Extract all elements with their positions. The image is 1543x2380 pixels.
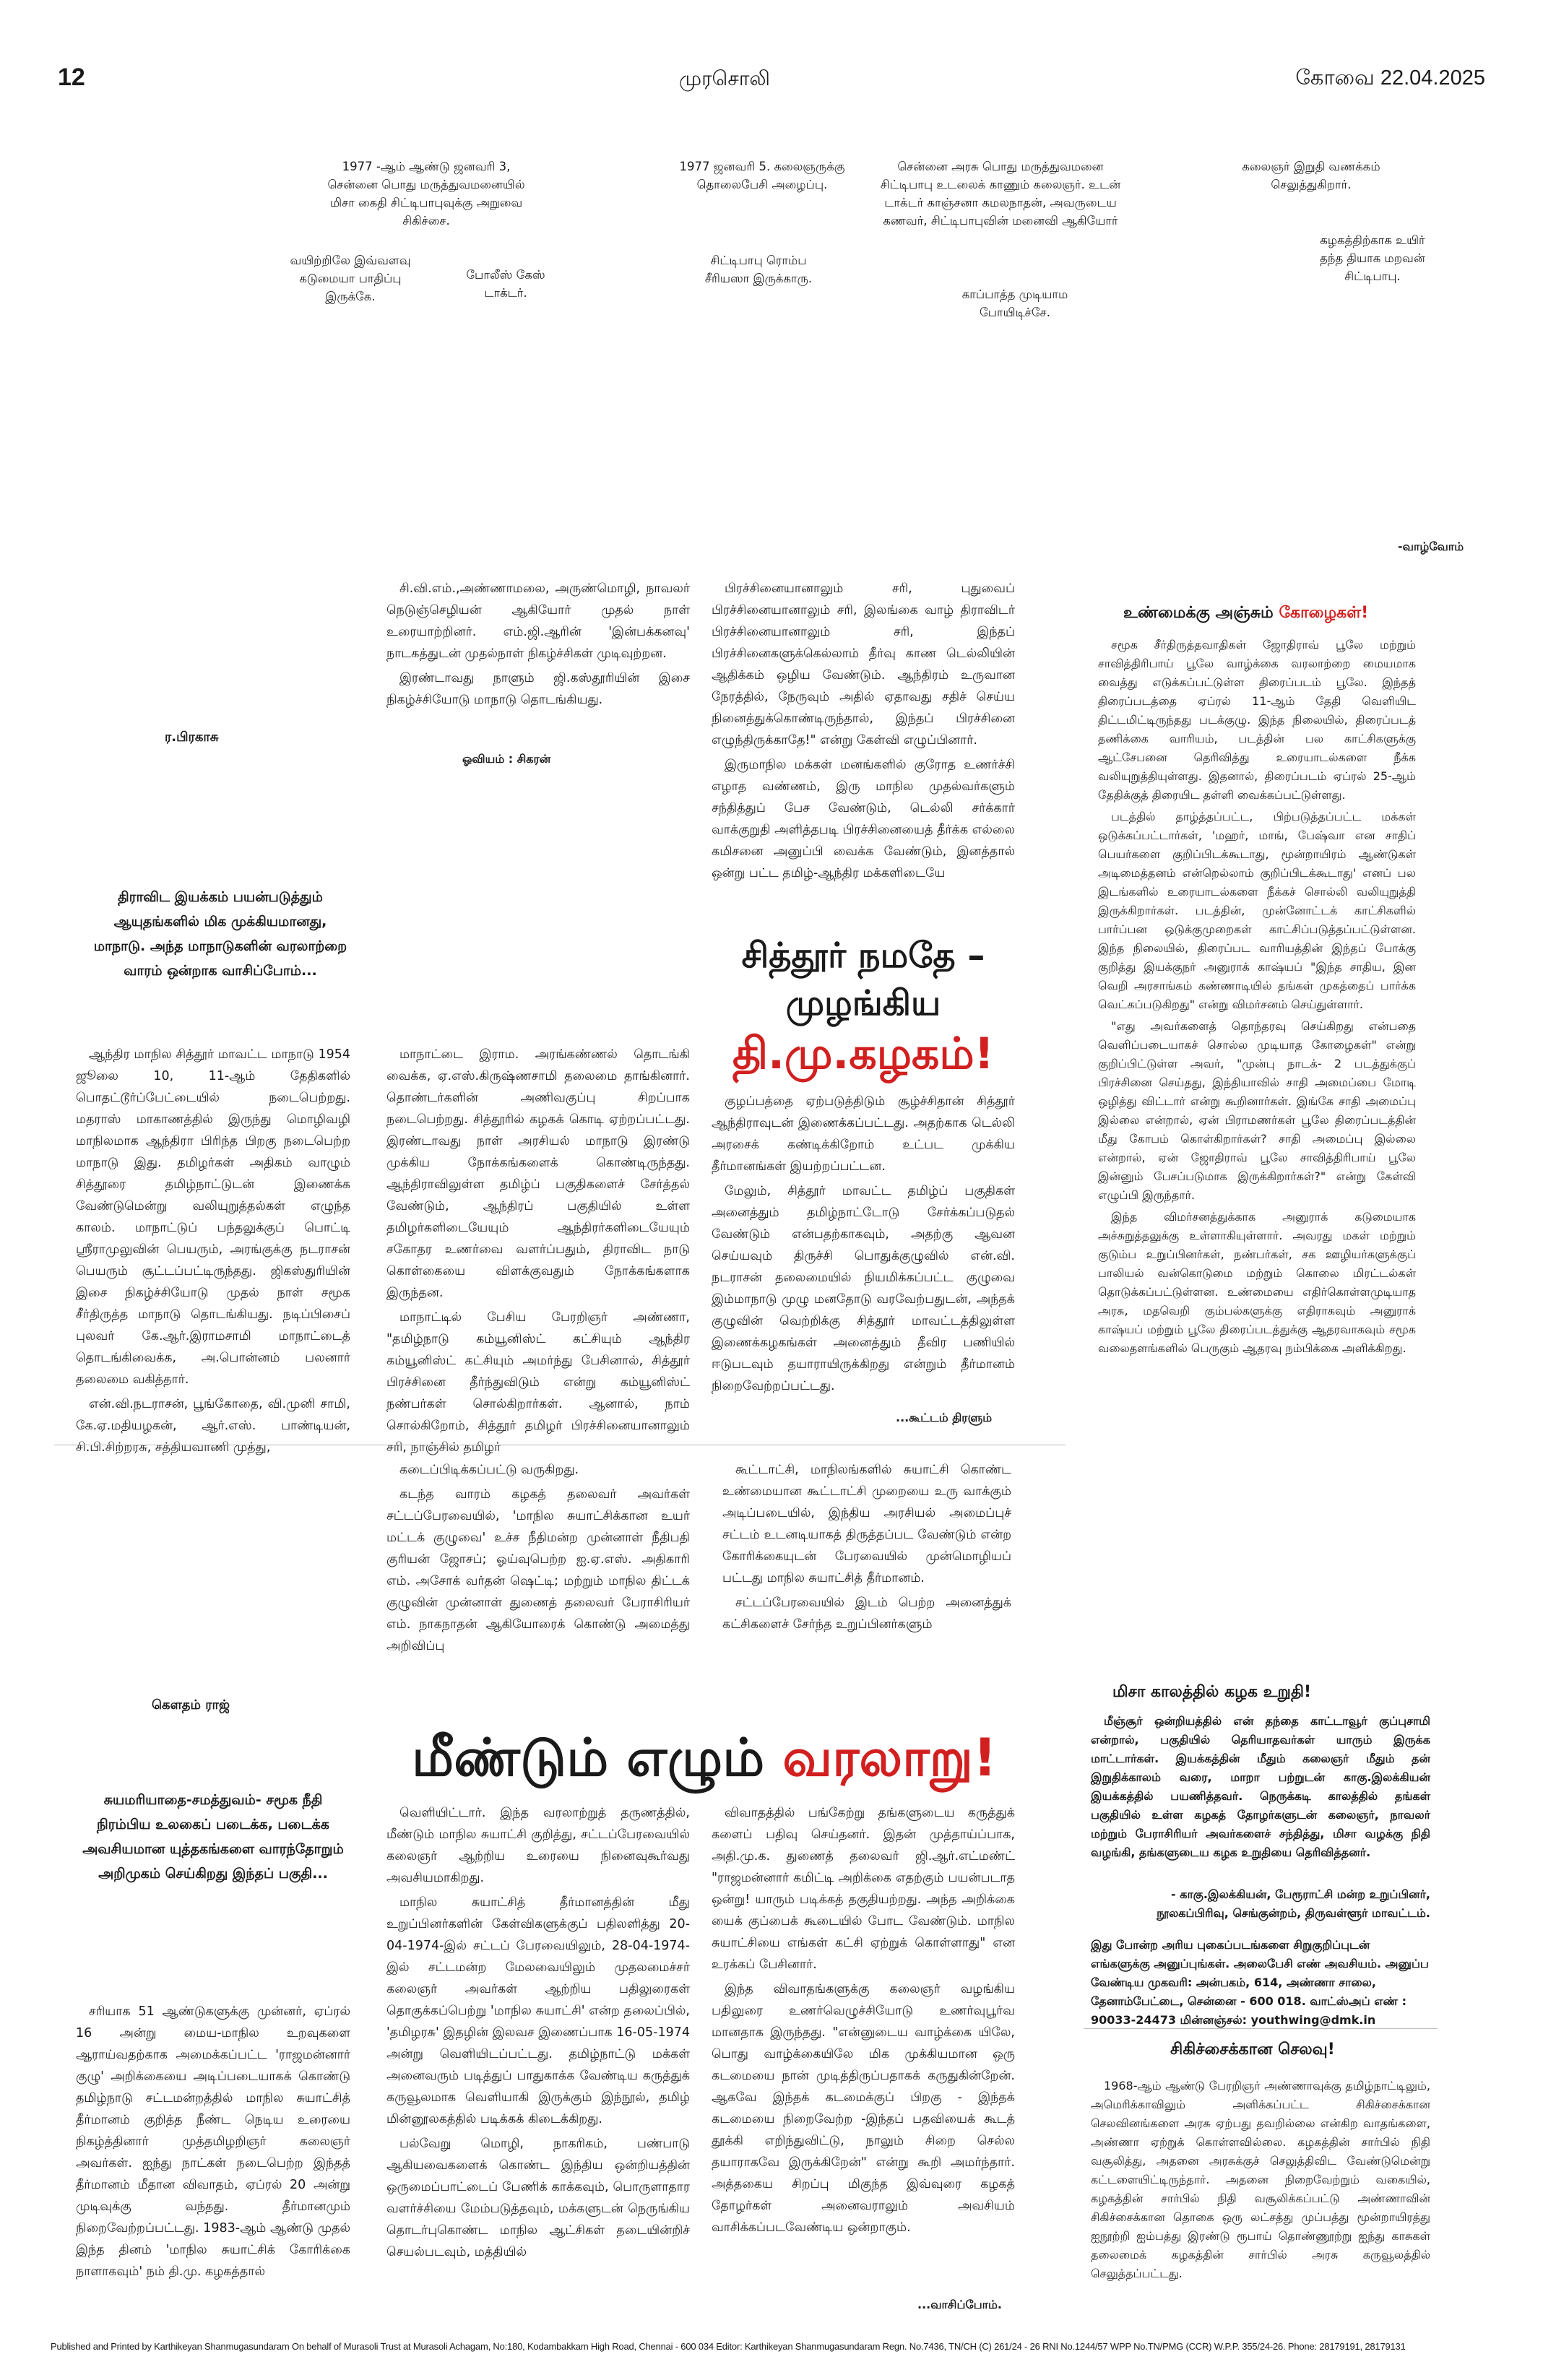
paragraph: குழப்பத்தை ஏற்படுத்திடும் சூழ்ச்சிதான் ச… <box>712 1094 1015 1174</box>
comic-caption: 1977 -ஆம் ஆண்டு ஜனவரி 3, சென்னை பொது மரு… <box>327 160 525 228</box>
paragraph: "எது அவர்களைத் தொந்தரவு செய்கிறது என்பதை… <box>1098 1019 1416 1202</box>
continued-label: ...கூட்டம் திரளும் <box>896 1411 993 1424</box>
sidebar-title: உண்மைக்கு அஞ்சும் கோழைகள்! <box>1123 604 1368 624</box>
imprint-line: Published and Printed by Karthikeyan Sha… <box>51 2341 1406 2352</box>
paragraph: என்.வி.நடராசன், பூங்கோதை, வி.முனி சாமி, … <box>76 1397 350 1455</box>
paragraph: படத்தில் தாழ்த்தப்பட்ட, பிற்படுத்தப்பட்ட… <box>1098 810 1416 1011</box>
sidebar-title: மிசா காலத்தில் கழக உறுதி! <box>1112 1683 1312 1701</box>
comic-caption: 1977 ஜனவரி 5. கலைஞருக்கு தொலைபேசி அழைப்ப… <box>679 160 845 191</box>
paragraph: இந்த விவாதங்களுக்கு கலைஞர் வழங்கிய பதிலு… <box>712 1982 1015 2235</box>
headline-red: வரலாறு! <box>782 1727 997 1788</box>
comic-caption: வயிற்றிலே இவ்வளவு கடுமையா பாதிப்பு இருக்… <box>290 254 411 303</box>
paragraph: மாநில சுயாட்சித் தீர்மானத்தின் மீது உறுப… <box>386 1895 690 2126</box>
article-column: மாநாட்டை இராம. அரங்கண்ணல் தொடங்கி வைக்க,… <box>386 1044 690 1461</box>
continued-label: -வாழ்வோம் <box>1398 540 1464 553</box>
article-deck: சுயமரியாதை-சமத்துவம்- சமூக நீதி நிரம்பிய… <box>82 1792 344 1882</box>
paragraph: விவாதத்தில் பங்கேற்று தங்களுடைய கருத்துக… <box>712 1806 1015 1972</box>
headline: மீண்டும் எழும் வரலாறு! <box>386 1723 1022 1792</box>
paragraph: சமூக சீர்திருத்தவாதிகள் ஜோதிராவ் பூலே மற… <box>1098 638 1416 802</box>
submission-notice: இது போன்ற அரிய புகைப்படங்களை சிறுகுறிப்ப… <box>1091 1938 1429 2027</box>
article-column: கடைப்பிடிக்கப்பட்டு வருகிறது. கடந்த வாரம… <box>386 1459 690 1660</box>
illustration-credit: ஓவியம் : சிகரன் <box>462 752 551 766</box>
sidebar-body: மீஞ்சூர் ஒன்றியத்தில் என் தந்தை காட்டாவூ… <box>1091 1712 1430 1865</box>
paragraph: பிரச்சினையானாலும் சரி, புதுவைப் பிரச்சின… <box>712 581 1015 748</box>
paragraph: சட்டப்பேரவையில் இடம் பெற்ற அனைத்துக் கட்… <box>722 1596 1011 1632</box>
paragraph: இரண்டாவது நாளும் ஜி.கஸ்தூரியின் இசை நிகழ… <box>386 671 690 707</box>
continued-label: ...வாசிப்போம். <box>917 2298 1002 2311</box>
paragraph: வெளியிட்டார். இந்த வரலாற்றுத் தருணத்தில்… <box>386 1806 690 1885</box>
edition-date: கோவை 22.04.2025 <box>1295 66 1485 90</box>
paragraph: 1968-ஆம் ஆண்டு பேரறிஞர் அண்ணாவுக்கு தமிழ… <box>1091 2079 1430 2280</box>
paragraph: சரியாக 51 ஆண்டுகளுக்கு முன்னர், ஏப்ரல் 1… <box>76 2004 350 2279</box>
comic-caption: கழகத்திற்காக உயிர் தந்த தியாக மறவன் சிட்… <box>1320 233 1425 283</box>
article-column: கூட்டாட்சி, மாநிலங்களில் சுயாட்சி கொண்ட … <box>722 1459 1011 1638</box>
paragraph: மீஞ்சூர் ஒன்றியத்தில் என் தந்தை காட்டாவூ… <box>1091 1714 1430 1859</box>
article-column: ஆந்திர மாநில சித்தூர் மாவட்ட மாநாடு 1954… <box>76 1044 350 1461</box>
paragraph: கடந்த வாரம் கழகத் தலைவர் அவர்கள் சட்டப்ப… <box>386 1487 690 1653</box>
comic-caption: காப்பாத்த முடியாம போயிடிச்சே. <box>961 287 1068 319</box>
divider <box>1084 2028 1438 2029</box>
paper-name: முரசொலி <box>679 66 770 90</box>
article-column: பிரச்சினையானாலும் சரி, புதுவைப் பிரச்சின… <box>712 578 1015 887</box>
masthead: 12 முரசொலி கோவை 22.04.2025 <box>43 64 1500 100</box>
comic-caption: போலீஸ் கேஸ் டாக்டர். <box>466 268 545 300</box>
article-column: விவாதத்தில் பங்கேற்று தங்களுடைய கருத்துக… <box>712 1802 1015 2241</box>
article-column: சரியாக 51 ஆண்டுகளுக்கு முன்னர், ஏப்ரல் 1… <box>76 2001 350 2285</box>
sidebar-body: சமூக சீர்திருத்தவாதிகள் ஜோதிராவ் பூலே மற… <box>1098 636 1416 1361</box>
comic-caption: சென்னை அரசு பொது மருத்துவமனை சிட்டிபாபு … <box>880 160 1121 228</box>
article-column: வெளியிட்டார். இந்த வரலாற்றுத் தருணத்தில்… <box>386 1802 690 2266</box>
paragraph: மாநாட்டில் பேசிய பேரறிஞர் அண்ணா, "தமிழ்ந… <box>386 1310 690 1455</box>
paragraph: மாநாட்டை இராம. அரங்கண்ணல் தொடங்கி வைக்க,… <box>386 1047 690 1300</box>
paragraph: கூட்டாட்சி, மாநிலங்களில் சுயாட்சி கொண்ட … <box>722 1463 1011 1585</box>
paragraph: இந்த விமர்சனத்துக்காக அனுராக் கடுமையாக அ… <box>1098 1210 1416 1355</box>
paragraph: மேலும், சித்தூர் மாவட்ட தமிழ்ப் பகுதிகள்… <box>712 1184 1015 1393</box>
paragraph: சி.வி.எம்.,அண்ணாமலை, அருண்மொழி, நாவலர் ந… <box>386 581 690 661</box>
headline-black: சித்தூர் நமதே – முழங்கிய <box>741 935 985 1024</box>
article-author: கௌதம் ராஜ் <box>152 1697 230 1713</box>
paragraph: இருமாநில மக்கள் மனங்களில் குரோத உணர்ச்சி… <box>712 758 1015 880</box>
sidebar-title-black: உண்மைக்கு அஞ்சும் <box>1123 604 1274 622</box>
paragraph: கடைப்பிடிக்கப்பட்டு வருகிறது. <box>399 1463 579 1477</box>
paragraph: பல்வேறு மொழி, நாகரிகம், பண்பாடு ஆகியவைகள… <box>386 2137 690 2259</box>
headline-red: தி.மு.கழகம்! <box>732 1029 995 1079</box>
article-column: குழப்பத்தை ஏற்படுத்திடும் சூழ்ச்சிதான் ச… <box>712 1091 1015 1400</box>
comic-caption: சிட்டிபாபு ரொம்ப சீரியஸா இருக்காரு. <box>704 254 813 285</box>
headline-black: மீண்டும் எழும் <box>412 1727 765 1788</box>
page-number: 12 <box>58 64 85 91</box>
sidebar-title: சிகிச்சைக்கான செலவு! <box>1170 2041 1335 2059</box>
sidebar-title-red: கோழைகள்! <box>1279 604 1369 622</box>
article-author: ர.பிரகாசு <box>165 730 219 745</box>
sidebar-body: 1968-ஆம் ஆண்டு பேரறிஞர் அண்ணாவுக்கு தமிழ… <box>1091 2077 1430 2286</box>
article-column: சி.வி.எம்.,அண்ணாமலை, அருண்மொழி, நாவலர் ந… <box>386 578 690 714</box>
article-deck: திராவிட இயக்கம் பயன்படுத்தும் ஆயுதங்களில… <box>93 889 347 979</box>
comic-caption: கலைஞர் இறுதி வணக்கம் செலுத்துகிறார். <box>1242 160 1380 191</box>
paragraph: ஆந்திர மாநில சித்தூர் மாவட்ட மாநாடு 1954… <box>76 1047 350 1387</box>
signature: - காகு.இலக்கியன், பேரூராட்சி மன்ற உறுப்ப… <box>1157 1887 1430 1920</box>
